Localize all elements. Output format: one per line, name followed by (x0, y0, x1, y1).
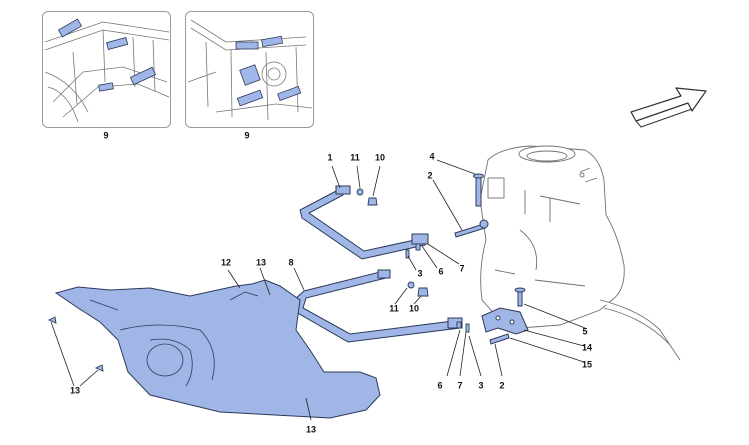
direction-arrow-icon (630, 87, 707, 128)
callout-5: 5 (582, 326, 588, 337)
callout-3-upper: 3 (417, 268, 423, 279)
inset-left-drawing (44, 18, 170, 123)
callout-4: 4 (429, 151, 435, 162)
callout-inset-right: 9 (244, 130, 250, 141)
callout-14: 14 (581, 342, 593, 353)
callout-2-lower: 2 (499, 380, 505, 391)
bracket-14 (481, 307, 529, 335)
fuel-tank (479, 145, 681, 361)
inset-detail-left (42, 11, 171, 128)
leader-lines (50, 159, 586, 421)
inset-right-drawing (187, 19, 313, 121)
callout-12: 12 (220, 257, 232, 268)
callout-15: 15 (581, 359, 593, 370)
callout-10-upper: 10 (374, 152, 386, 163)
callout-inset-left: 9 (103, 130, 109, 141)
callout-7-lower: 7 (457, 380, 463, 391)
callout-13-bottom: 13 (305, 424, 317, 435)
callout-7-upper: 7 (459, 263, 465, 274)
heat-shield-12 (54, 279, 381, 419)
callout-13-left: 13 (69, 385, 81, 396)
bolt-2 (454, 219, 510, 345)
callout-10-lower: 10 (408, 303, 420, 314)
bolt-4 (473, 173, 484, 207)
callout-2-upper: 2 (427, 170, 433, 181)
callout-6-lower: 6 (437, 380, 443, 391)
bolt-5 (514, 287, 526, 307)
callout-11-upper: 11 (350, 152, 360, 163)
callout-3-lower: 3 (478, 380, 484, 391)
strap-1 (299, 185, 429, 260)
callout-13-upper: 13 (255, 257, 267, 268)
callout-11-lower: 11 (389, 303, 399, 314)
strap-8 (293, 269, 463, 343)
callout-6-upper: 6 (438, 266, 444, 277)
inset-detail-right (185, 11, 314, 128)
callout-1: 1 (327, 152, 333, 163)
callout-8: 8 (288, 257, 294, 268)
